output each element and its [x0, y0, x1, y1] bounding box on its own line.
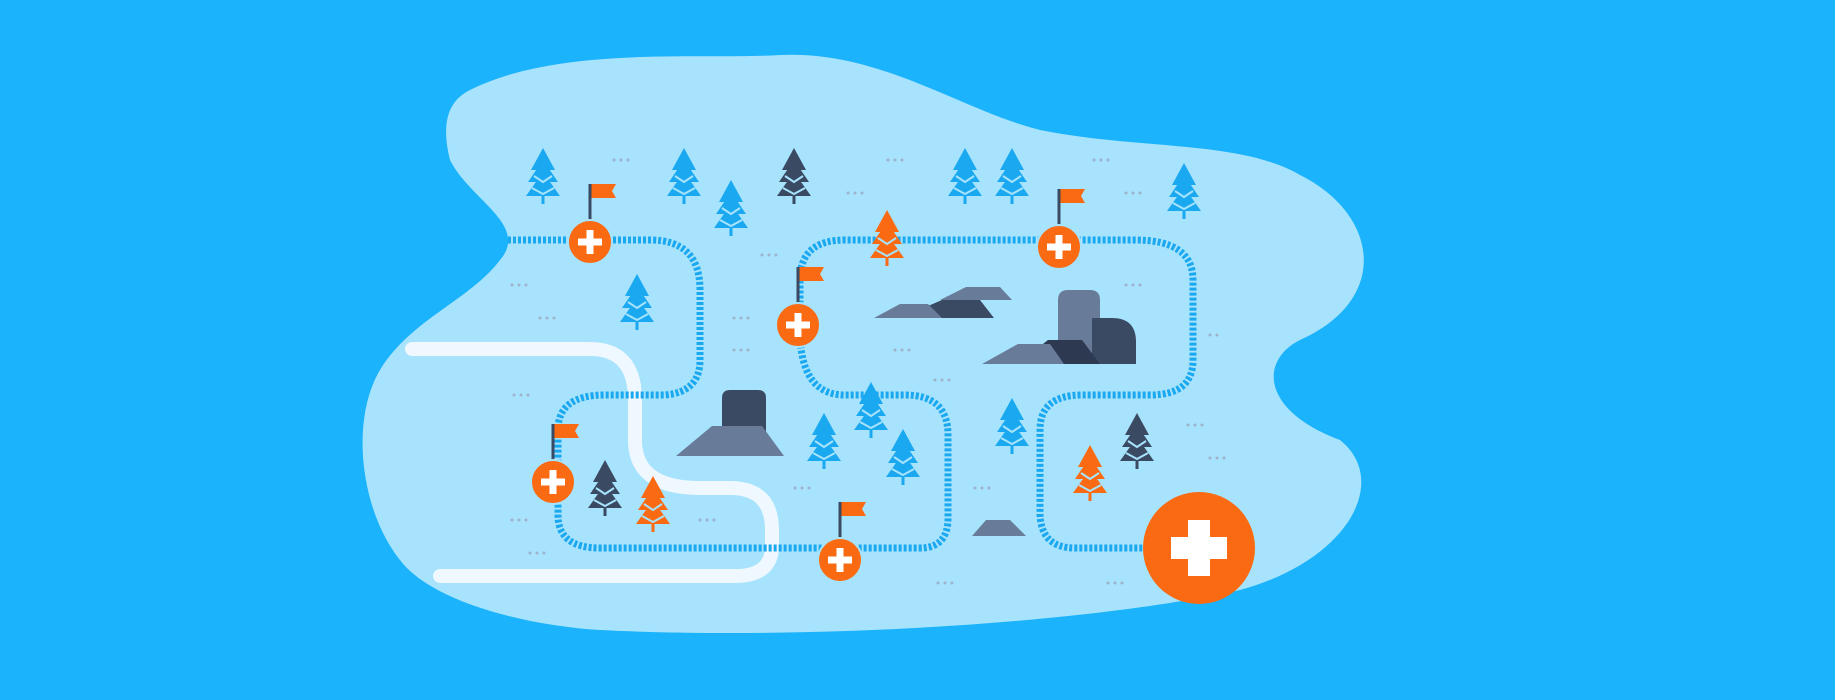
rock-icon: [722, 390, 766, 432]
rock-cluster-small: [874, 287, 1012, 318]
rock-icon: [1092, 318, 1136, 364]
rock-icon: [676, 426, 784, 456]
terrain-dots: [510, 158, 1226, 585]
rock-icon: [874, 304, 942, 318]
rock-cluster-large: [982, 290, 1136, 364]
hiking-trail: [508, 236, 1197, 552]
rock-icon: [982, 344, 1064, 364]
river: [405, 342, 779, 583]
rock-icon: [940, 287, 1012, 300]
rock-cluster-mid: [676, 390, 784, 456]
rock-cluster-tiny: [972, 520, 1026, 536]
rock-icon: [972, 520, 1026, 536]
destination-marker: [1143, 492, 1255, 604]
